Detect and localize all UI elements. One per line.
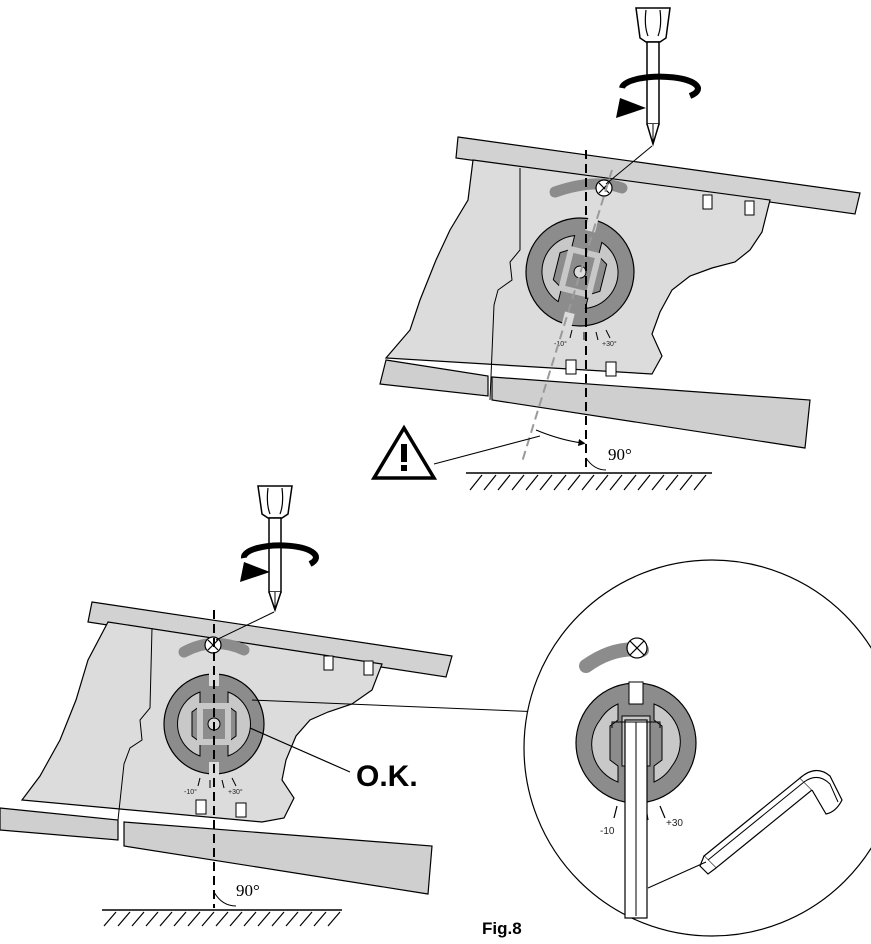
screwdriver-icon: [635, 7, 671, 147]
figure-label: Fig.8: [482, 919, 522, 938]
top-scale-plus-label: +30°: [602, 340, 617, 348]
top-tilted-axis: [521, 169, 613, 463]
top-upper-rail: [455, 136, 861, 215]
bottom-assembly: -10° +30° 90°: [0, 485, 543, 927]
detail-scale-plus-label: +30: [666, 818, 683, 829]
top-adjust-slot: [549, 178, 628, 198]
ok-label: O.K.: [356, 760, 418, 793]
screw-head-icon: [595, 179, 613, 197]
ground-hatch-icon: [102, 909, 342, 927]
detail-scale-minus-label: -10: [600, 826, 615, 837]
top-lower-rail: [379, 359, 489, 397]
rotation-arrow-icon: [616, 73, 701, 118]
bottom-angle-scale: [197, 777, 237, 789]
ground-hatch-icon: [466, 472, 712, 491]
bottom-lower-rail: [0, 807, 119, 841]
hex-key-icon: [611, 719, 661, 919]
bottom-scale-minus-label: -10°: [184, 788, 197, 796]
hex-key-icon: [699, 769, 843, 875]
rotation-arrow-icon: [240, 542, 319, 582]
warning-triangle-icon: [370, 424, 438, 480]
top-angle-label: 90°: [608, 445, 632, 464]
detail-view: -10 +30: [523, 559, 871, 937]
top-assembly: -10° +30° 90°: [370, 7, 861, 491]
bottom-angle-label: 90°: [236, 881, 260, 900]
top-rotating-disk: [525, 216, 635, 328]
screw-head-icon: [626, 637, 648, 659]
bottom-upper-rail: [87, 601, 453, 678]
bottom-scale-plus-label: +30°: [228, 788, 243, 796]
top-scale-minus-label: -10°: [554, 340, 567, 348]
screwdriver-icon: [257, 485, 293, 613]
top-angle-scale: [569, 329, 611, 341]
